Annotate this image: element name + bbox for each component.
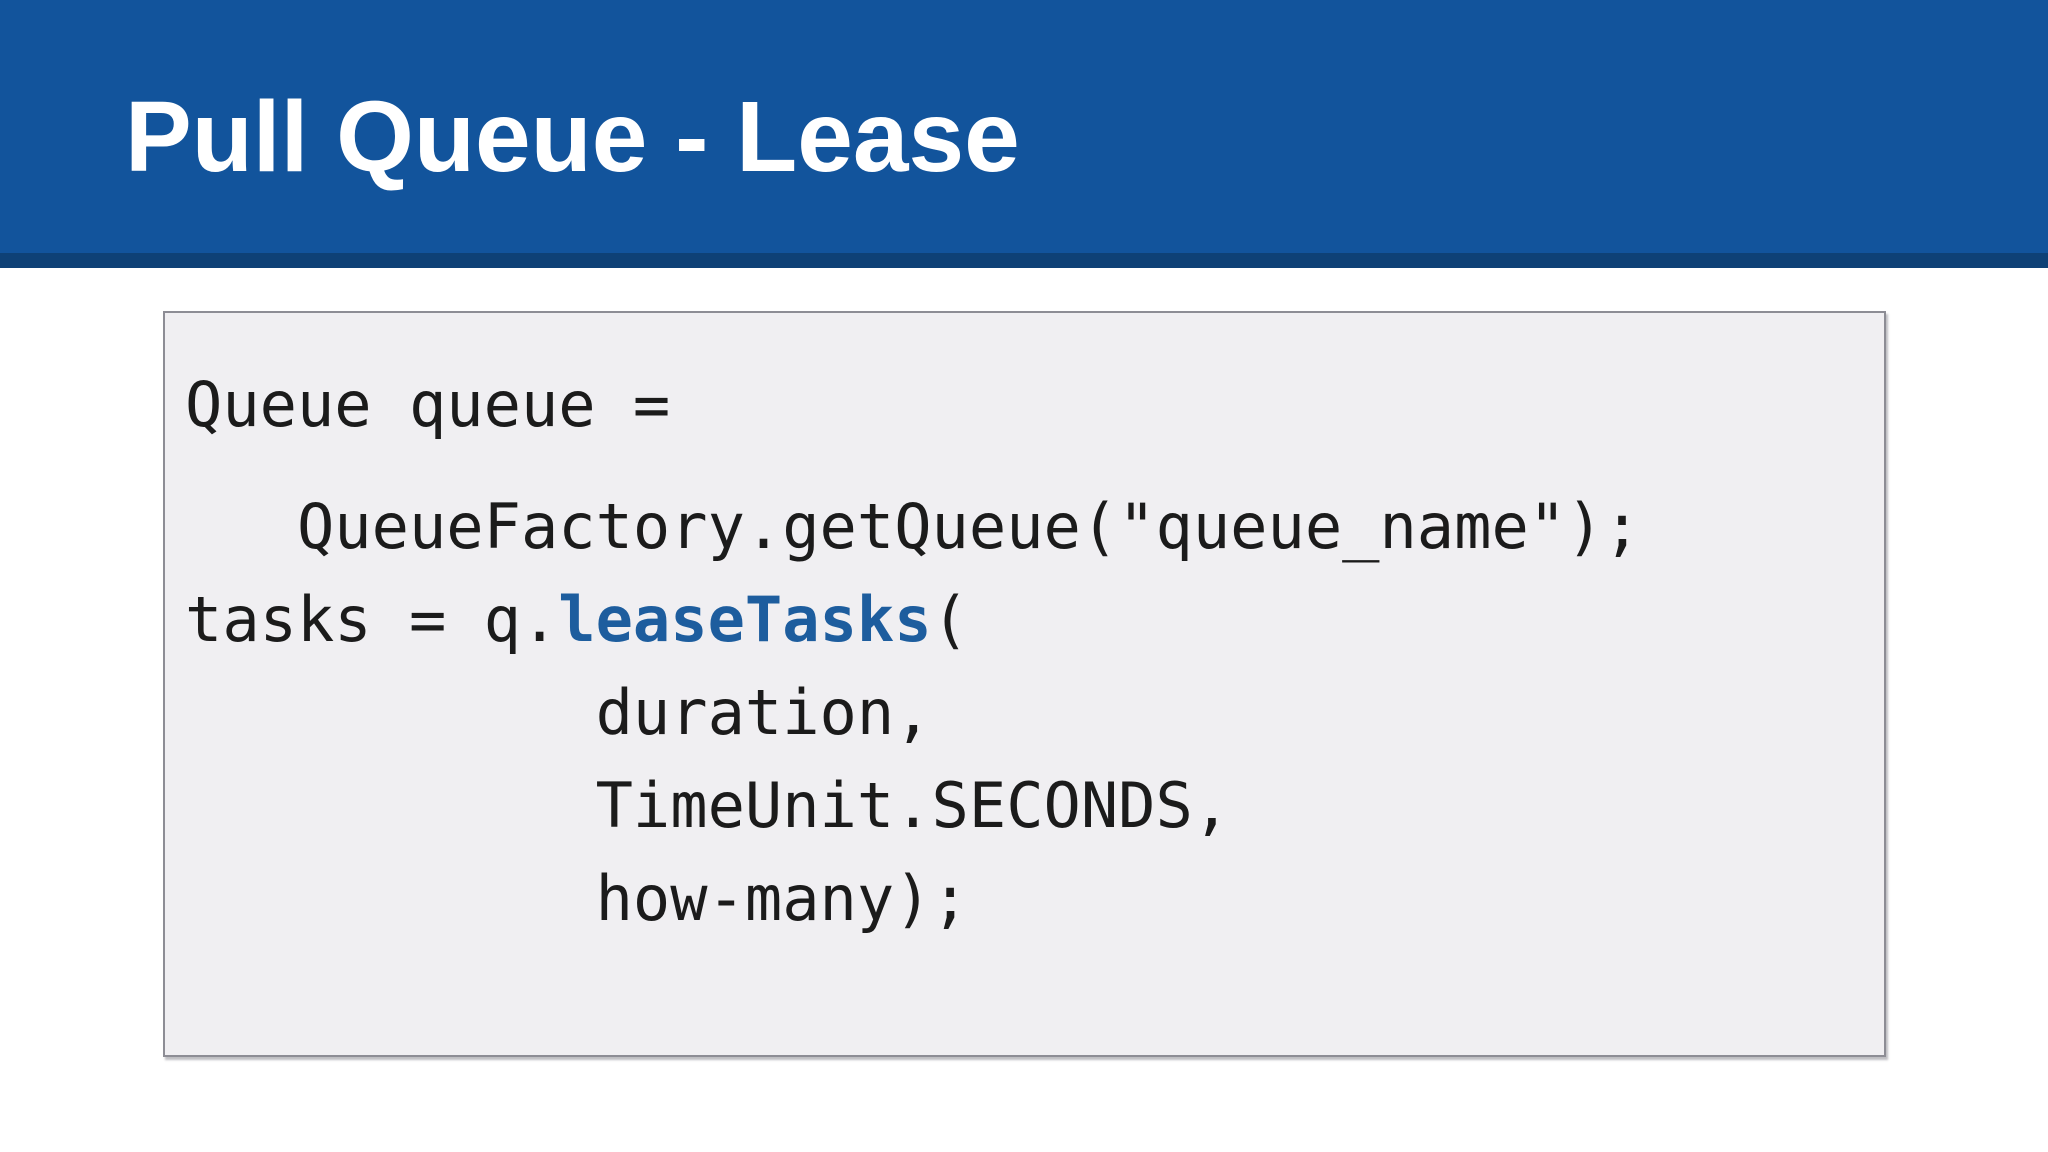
code-text: (: [931, 583, 969, 656]
code-text: how-many);: [185, 862, 969, 935]
code-text: TimeUnit.SECONDS,: [185, 769, 1231, 842]
code-line: Queue queue =: [185, 358, 1864, 451]
slide-header: Pull Queue - Lease: [0, 0, 2048, 253]
code-line: how-many);: [185, 852, 1864, 945]
code-text: tasks = q.: [185, 583, 559, 656]
code-panel: Queue queue = QueueFactory.getQueue("que…: [163, 311, 1886, 1057]
code-block: Queue queue = QueueFactory.getQueue("que…: [165, 313, 1884, 945]
code-line: tasks = q.leaseTasks(: [185, 573, 1864, 666]
header-accent-strip: [0, 253, 2048, 268]
code-text: QueueFactory.getQueue("queue_name");: [185, 490, 1641, 563]
code-line: TimeUnit.SECONDS,: [185, 759, 1864, 852]
code-line: QueueFactory.getQueue("queue_name");: [185, 480, 1864, 573]
code-text: duration,: [185, 676, 932, 749]
code-text: Queue queue =: [185, 368, 671, 441]
code-keyword: leaseTasks: [558, 583, 932, 656]
code-line: duration,: [185, 666, 1864, 759]
page-title: Pull Queue - Lease: [125, 80, 1020, 193]
